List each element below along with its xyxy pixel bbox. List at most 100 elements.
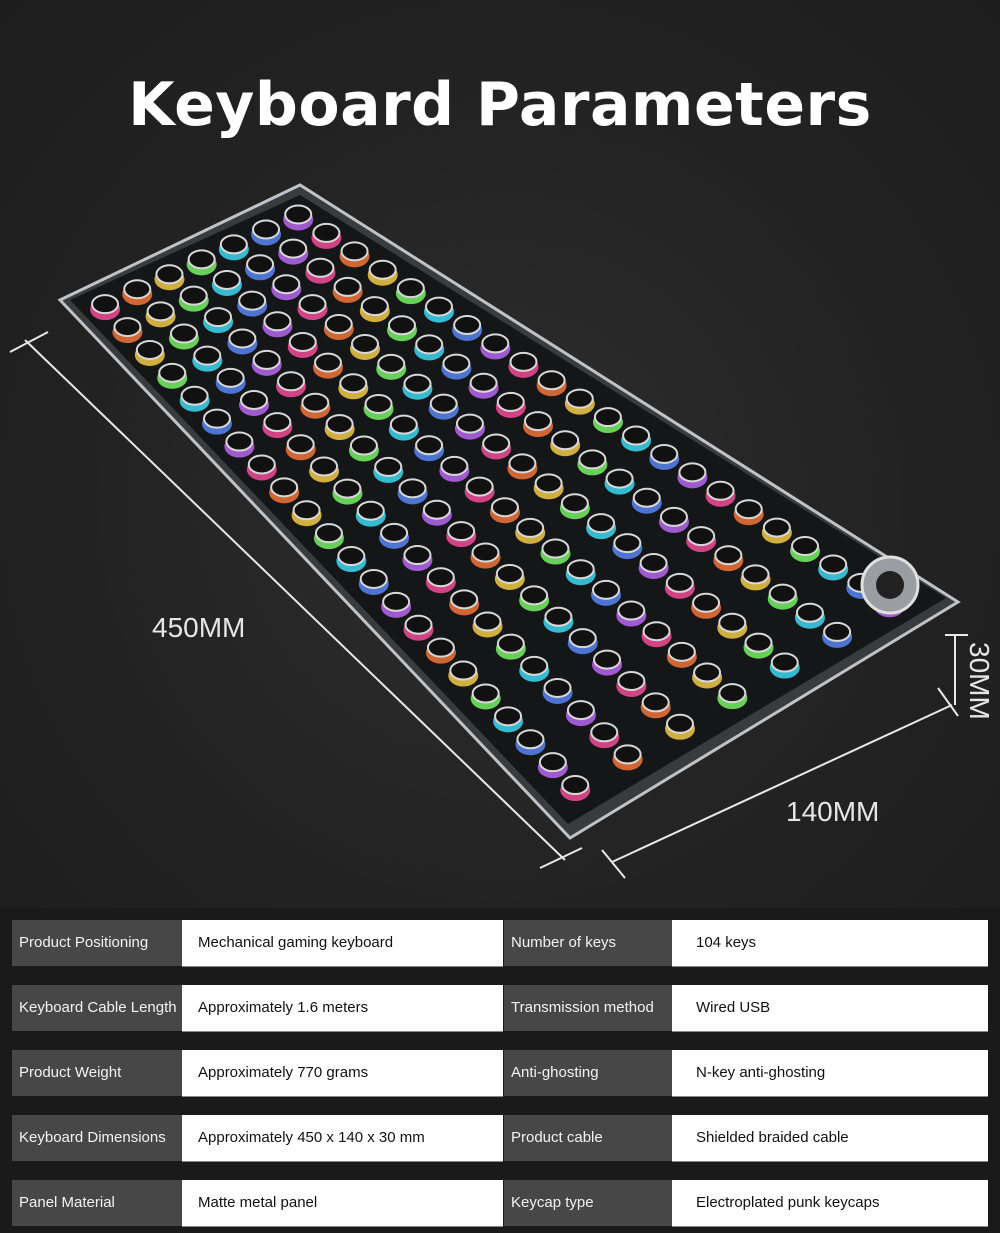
keycap	[659, 506, 688, 527]
spec-label: Panel Material	[12, 1180, 182, 1226]
spec-value: Mechanical gaming keyboard	[182, 920, 503, 966]
keycap	[426, 637, 455, 658]
spec-row: Product Positioning Mechanical gaming ke…	[12, 920, 988, 966]
spec-row: Keyboard Dimensions Approximately 450 x …	[12, 1115, 988, 1161]
height-label: 30MM	[964, 642, 995, 720]
keycap	[791, 536, 820, 557]
keycap	[263, 311, 292, 332]
keycap	[187, 249, 216, 270]
keycap	[578, 449, 607, 470]
keycap	[203, 408, 231, 429]
keycap	[617, 600, 646, 621]
keycap	[516, 729, 545, 750]
spec-label: Product Weight	[12, 1050, 182, 1096]
width-label: 140MM	[786, 796, 880, 827]
keycap	[541, 538, 570, 559]
keycap	[561, 775, 590, 796]
keycap	[516, 517, 545, 538]
keycap	[455, 413, 484, 434]
spec-label: Transmission method	[504, 985, 672, 1031]
keycap	[642, 621, 671, 642]
keycap	[113, 317, 142, 338]
keycap	[560, 493, 589, 514]
keycap	[422, 499, 451, 520]
keycap	[306, 257, 335, 278]
keycap	[310, 456, 339, 477]
spec-value: Wired USB	[672, 985, 988, 1031]
length-line	[24, 339, 566, 861]
keycap	[380, 522, 409, 543]
keycap	[587, 513, 616, 534]
keycaps	[90, 204, 905, 802]
keycap	[823, 621, 852, 642]
keycap	[495, 563, 524, 584]
keycap	[471, 683, 500, 704]
keycap	[447, 521, 476, 542]
spec-value: Matte metal panel	[182, 1180, 503, 1226]
keycap	[566, 559, 595, 580]
keycap	[91, 294, 120, 315]
keycap	[356, 500, 385, 521]
keycap	[650, 443, 679, 464]
keycap	[592, 579, 620, 600]
keycap	[741, 564, 770, 585]
keycap	[135, 339, 164, 360]
keycap	[360, 296, 389, 317]
keycap	[593, 649, 622, 670]
keycap	[146, 301, 175, 322]
keycap	[632, 487, 661, 508]
keycap	[469, 372, 498, 393]
spec-row: Product Weight Approximately 770 grams A…	[12, 1050, 988, 1096]
keycap	[246, 254, 275, 275]
keycap	[665, 572, 694, 593]
keycap	[252, 219, 281, 240]
keycap	[471, 542, 500, 563]
keycap	[333, 478, 362, 499]
keycap	[490, 497, 519, 518]
spec-value: N-key anti-ghosting	[672, 1050, 988, 1096]
spec-value: Approximately 450 x 140 x 30 mm	[182, 1115, 503, 1161]
keycap	[398, 478, 427, 499]
keycap	[442, 353, 471, 374]
keycap	[744, 632, 773, 653]
keycap	[590, 722, 619, 743]
keycap	[605, 468, 634, 489]
keycap	[292, 500, 321, 521]
keycap	[494, 706, 523, 727]
keycap	[333, 276, 362, 297]
keycap	[768, 583, 797, 604]
keycap	[440, 455, 469, 476]
keycap	[543, 677, 572, 698]
keycap	[566, 700, 595, 721]
keycap	[364, 393, 393, 414]
keycap	[212, 269, 241, 290]
keycap	[270, 477, 299, 498]
spec-value: Approximately 770 grams	[182, 1050, 503, 1096]
keycap	[228, 328, 257, 349]
keycap	[272, 274, 301, 295]
keycap	[450, 589, 479, 610]
keycap	[718, 612, 747, 633]
spec-label: Product cable	[504, 1115, 672, 1161]
keycap	[158, 362, 187, 383]
keycap	[639, 552, 668, 573]
keycap	[404, 614, 433, 635]
keycap	[415, 334, 444, 355]
keycap	[593, 407, 622, 428]
keycap	[551, 430, 580, 451]
page-title: Keyboard Parameters	[128, 70, 872, 140]
keycap	[359, 568, 388, 589]
length-label: 450MM	[152, 612, 246, 643]
keycap	[368, 259, 397, 280]
keycap	[193, 345, 222, 366]
keycap	[795, 602, 824, 623]
keycap	[325, 414, 354, 435]
keycap	[403, 545, 432, 566]
keycap	[667, 641, 696, 662]
keycap	[389, 414, 418, 435]
keycap	[216, 367, 245, 388]
keycap	[538, 752, 567, 773]
keycap	[544, 606, 573, 627]
keycap	[687, 526, 716, 547]
keycap	[692, 592, 721, 613]
